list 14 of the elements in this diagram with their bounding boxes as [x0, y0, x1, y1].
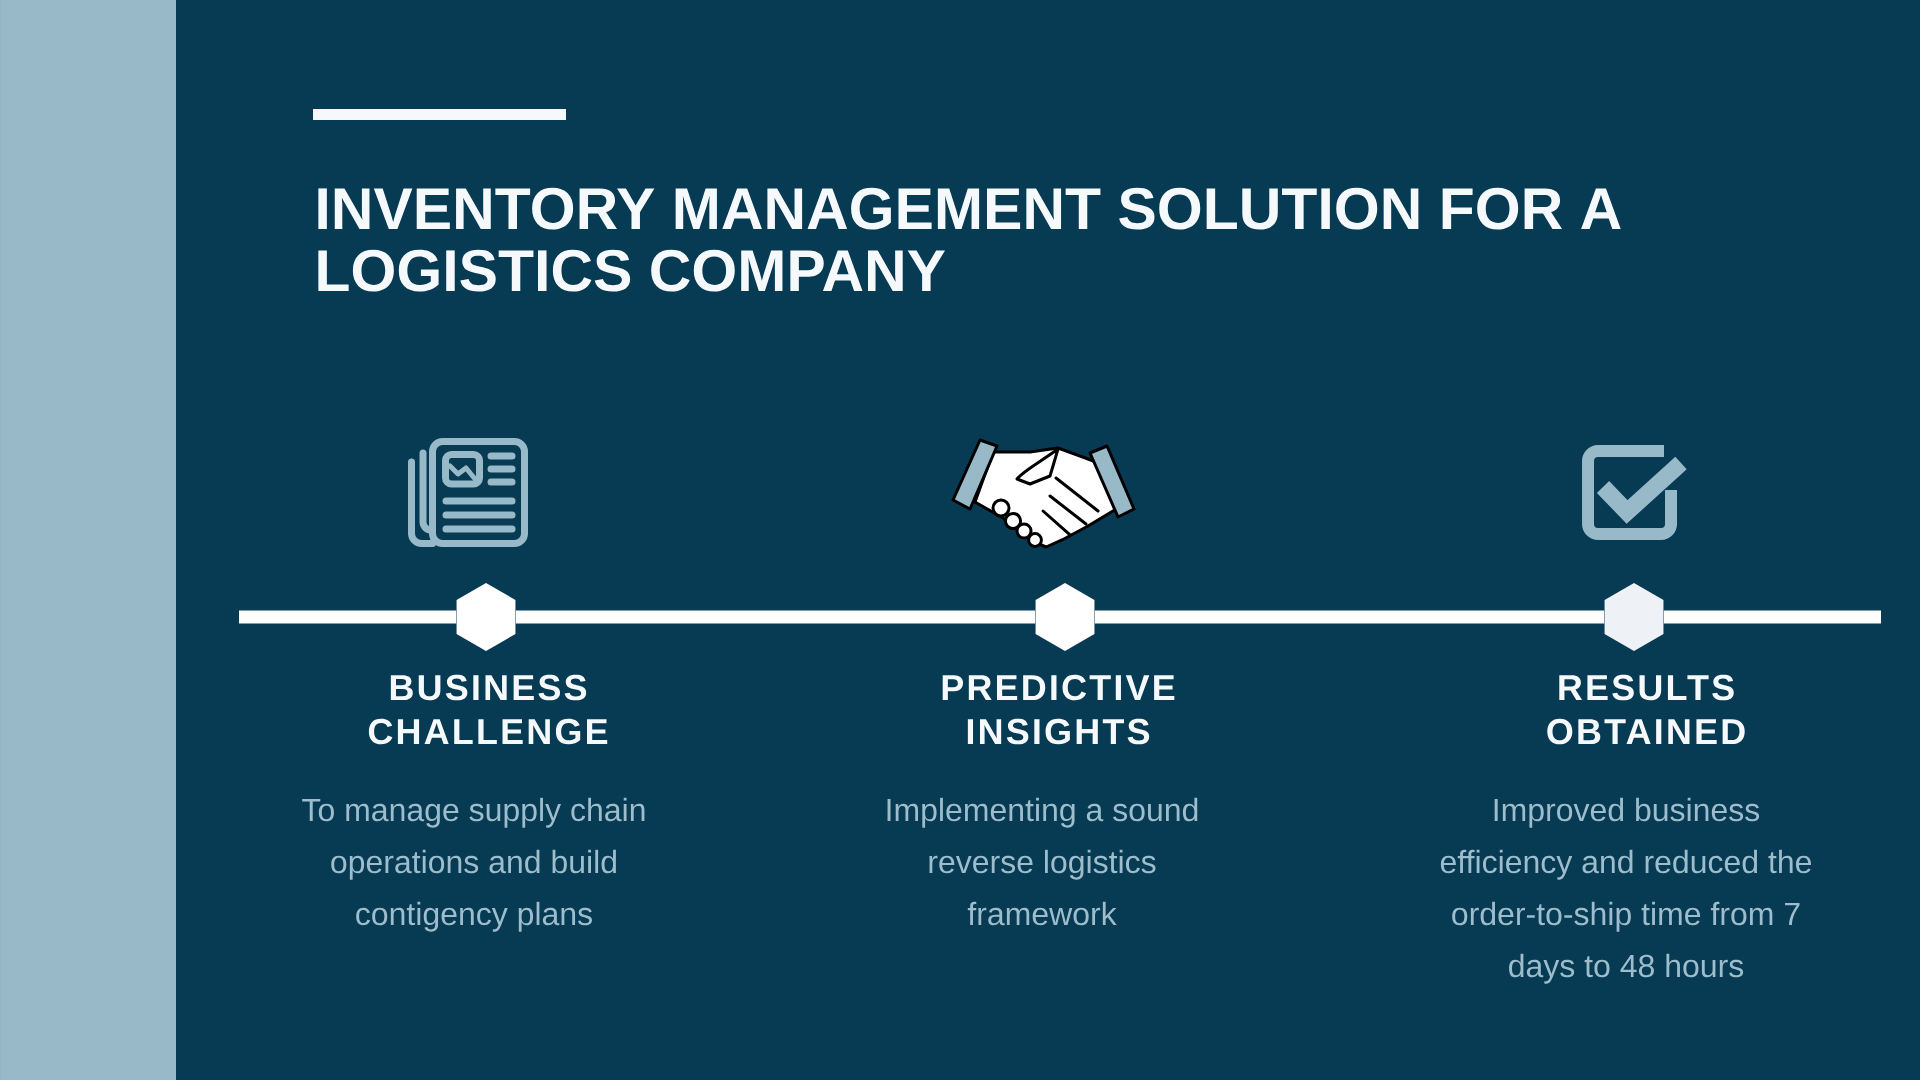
hexagon-marker [456, 583, 516, 651]
step-heading: RESULTS OBTAINED [1547, 674, 1745, 745]
step-description: To manage supply chain operations and build contigency plans [302, 797, 645, 932]
timeline-line [515, 610, 1036, 624]
timeline-line [1094, 610, 1605, 624]
timeline-line [239, 610, 457, 624]
step-description: Implementing a sound reverse logistics framework [887, 797, 1198, 926]
hexagon-marker [1035, 583, 1095, 651]
step-description: Improved business efficiency and reduced the order-to-ship time from 7 days to 48 hours [1440, 797, 1811, 984]
step-heading: BUSINESS CHALLENGE [368, 674, 608, 745]
hexagon-marker [1604, 583, 1664, 651]
step-heading: PREDICTIVE INSIGHTS [942, 674, 1175, 745]
timeline-line [1663, 610, 1881, 624]
title: INVENTORY MANAGEMENT SOLUTION FOR A LOGISTICS COMPANY [318, 187, 1621, 292]
